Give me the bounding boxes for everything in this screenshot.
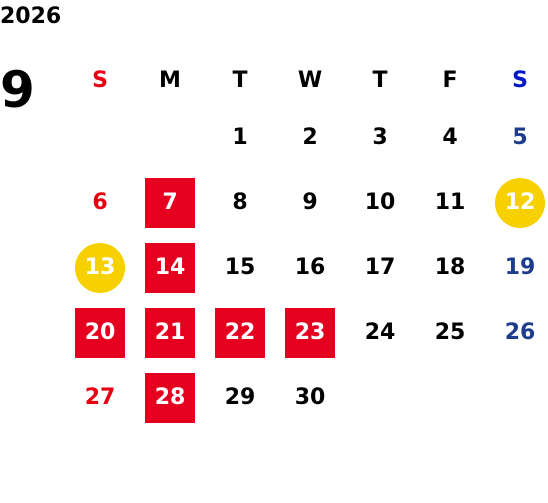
day-number: 2 xyxy=(302,125,318,150)
calendar-day[interactable]: 15 xyxy=(205,235,275,300)
day-number: 21 xyxy=(145,307,195,358)
calendar-day[interactable]: 12 xyxy=(485,170,548,235)
weekday-header: W xyxy=(297,67,323,93)
calendar-year: 2026 xyxy=(0,4,62,29)
weekday-header: T xyxy=(372,67,388,93)
day-number: 22 xyxy=(215,307,265,358)
day-number: 19 xyxy=(504,255,536,280)
day-number: 17 xyxy=(364,255,396,280)
weekday-header: T xyxy=(232,67,248,93)
calendar-day[interactable]: 6 xyxy=(65,170,135,235)
calendar-day[interactable]: 24 xyxy=(345,300,415,365)
calendar-day[interactable]: 23 xyxy=(275,300,345,365)
calendar-day[interactable]: 7 xyxy=(135,170,205,235)
day-number: 16 xyxy=(294,255,326,280)
day-number: 9 xyxy=(302,190,318,215)
weekday-header: M xyxy=(159,67,181,93)
day-number: 26 xyxy=(504,320,536,345)
calendar-day[interactable]: 10 xyxy=(345,170,415,235)
calendar-day[interactable]: 29 xyxy=(205,365,275,430)
day-number: 28 xyxy=(145,372,195,423)
calendar-day[interactable]: 9 xyxy=(275,170,345,235)
calendar-day[interactable]: 14 xyxy=(135,235,205,300)
calendar-day[interactable]: 1 xyxy=(205,105,275,170)
calendar-day[interactable]: 21 xyxy=(135,300,205,365)
calendar-day[interactable]: 26 xyxy=(485,300,548,365)
day-number: 5 xyxy=(512,125,528,150)
calendar-day[interactable]: 16 xyxy=(275,235,345,300)
calendar-day[interactable]: 22 xyxy=(205,300,275,365)
calendar-day[interactable]: 18 xyxy=(415,235,485,300)
day-number: 15 xyxy=(224,255,256,280)
calendar-day[interactable]: 3 xyxy=(345,105,415,170)
calendar-day[interactable]: 20 xyxy=(65,300,135,365)
day-number: 18 xyxy=(434,255,466,280)
day-number: 10 xyxy=(364,190,396,215)
day-number: 12 xyxy=(495,177,545,228)
day-number: 1 xyxy=(232,125,248,150)
day-number: 30 xyxy=(294,385,326,410)
calendar-day[interactable]: 2 xyxy=(275,105,345,170)
day-number: 20 xyxy=(75,307,125,358)
day-number: 25 xyxy=(434,320,466,345)
day-number: 24 xyxy=(364,320,396,345)
day-number: 27 xyxy=(84,385,116,410)
calendar-day[interactable]: 19 xyxy=(485,235,548,300)
calendar-day[interactable]: 30 xyxy=(275,365,345,430)
day-number: 4 xyxy=(442,125,458,150)
calendar-day[interactable]: 11 xyxy=(415,170,485,235)
day-number: 11 xyxy=(434,190,466,215)
day-number: 23 xyxy=(285,307,335,358)
calendar-day[interactable]: 4 xyxy=(415,105,485,170)
day-number: 6 xyxy=(92,190,108,215)
weekday-header: F xyxy=(442,67,458,93)
day-number: 14 xyxy=(145,242,195,293)
day-number: 3 xyxy=(372,125,388,150)
calendar-month: 9 xyxy=(0,61,35,119)
day-number: 29 xyxy=(224,385,256,410)
day-number: 8 xyxy=(232,190,248,215)
calendar-day[interactable]: 8 xyxy=(205,170,275,235)
calendar-day[interactable]: 25 xyxy=(415,300,485,365)
calendar-day[interactable]: 28 xyxy=(135,365,205,430)
calendar-day[interactable]: 13 xyxy=(65,235,135,300)
weekday-header: S xyxy=(512,67,528,93)
calendar-day[interactable]: 27 xyxy=(65,365,135,430)
weekday-header: S xyxy=(92,67,108,93)
calendar-day[interactable]: 5 xyxy=(485,105,548,170)
day-number: 7 xyxy=(145,177,195,228)
day-number: 13 xyxy=(75,242,125,293)
calendar-day[interactable]: 17 xyxy=(345,235,415,300)
